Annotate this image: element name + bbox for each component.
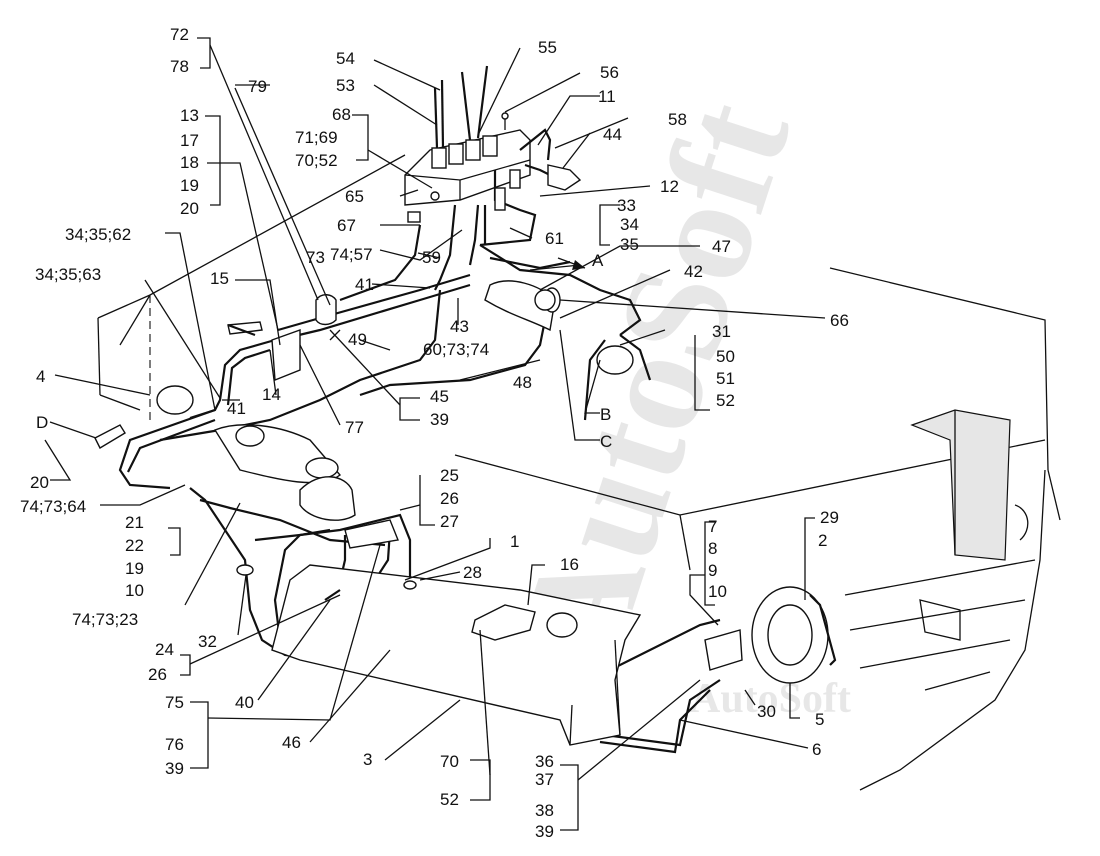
- label-78: 78: [170, 57, 189, 76]
- label-31: 31: [712, 322, 731, 341]
- label-13: 13: [180, 106, 199, 125]
- label-39-b: 39: [165, 759, 184, 778]
- label-30: 30: [757, 702, 776, 721]
- tractor-hood: [97, 154, 1061, 791]
- label-59: 59: [422, 248, 441, 267]
- label-3: 3: [363, 750, 372, 769]
- label-67: 67: [337, 216, 356, 235]
- label-35: 35: [620, 235, 639, 254]
- label-68: 68: [332, 105, 351, 124]
- label-27: 27: [440, 512, 459, 531]
- label-28: 28: [463, 563, 482, 582]
- label-72: 72: [170, 25, 189, 44]
- label-65: 65: [345, 187, 364, 206]
- label-19-a: 19: [180, 176, 199, 195]
- components: [94, 164, 837, 746]
- label-50: 50: [716, 347, 735, 366]
- label-c: C: [600, 432, 612, 451]
- label-9: 9: [708, 561, 717, 580]
- label-34: 34: [620, 215, 639, 234]
- label-46: 46: [282, 733, 301, 752]
- callout-labels: 72 78 79 54 53 55 56 11 58 44 68 71;69 7…: [20, 25, 849, 841]
- label-40: 40: [235, 693, 254, 712]
- label-21: 21: [125, 513, 144, 532]
- label-19-b: 19: [125, 559, 144, 578]
- label-12: 12: [660, 177, 679, 196]
- label-14: 14: [262, 385, 281, 404]
- label-70-52: 70;52: [295, 151, 338, 170]
- label-39-a: 39: [430, 410, 449, 429]
- label-38: 38: [535, 801, 554, 820]
- label-4: 4: [36, 367, 45, 386]
- label-47: 47: [712, 237, 731, 256]
- arrow-a-head: [572, 260, 585, 270]
- label-11: 11: [598, 87, 616, 106]
- label-56: 56: [600, 63, 619, 82]
- label-45: 45: [430, 387, 449, 406]
- label-22: 22: [125, 536, 144, 555]
- label-76: 76: [165, 735, 184, 754]
- label-41-b: 41: [227, 399, 246, 418]
- label-58: 58: [668, 110, 687, 129]
- label-39-c: 39: [535, 822, 554, 841]
- label-52-a: 52: [716, 391, 735, 410]
- label-75: 75: [165, 693, 184, 712]
- label-52-b: 52: [440, 790, 459, 809]
- label-15: 15: [210, 269, 229, 288]
- label-20-b: 20: [30, 473, 49, 492]
- label-36: 36: [535, 752, 554, 771]
- label-10-a: 10: [125, 581, 144, 600]
- label-77: 77: [345, 418, 364, 437]
- label-29: 29: [820, 508, 839, 527]
- label-26-b: 26: [148, 665, 167, 684]
- label-25: 25: [440, 466, 459, 485]
- label-5: 5: [815, 710, 824, 729]
- leader-lines: [44, 37, 826, 831]
- label-44: 44: [603, 125, 622, 144]
- label-10-b: 10: [708, 582, 727, 601]
- label-74-73-64: 74;73;64: [20, 497, 86, 516]
- label-1: 1: [510, 532, 519, 551]
- label-60-73-74: 60;73;74: [423, 340, 489, 359]
- label-73: 73: [306, 248, 325, 267]
- label-16: 16: [560, 555, 579, 574]
- label-34-35-62: 34;35;62: [65, 225, 131, 244]
- watermark-large: AutoSoft: [486, 83, 822, 681]
- label-61: 61: [545, 229, 564, 248]
- label-7: 7: [708, 517, 717, 536]
- label-66: 66: [830, 311, 849, 330]
- label-48: 48: [513, 373, 532, 392]
- label-53: 53: [336, 76, 355, 95]
- label-b: B: [600, 405, 611, 424]
- label-42: 42: [684, 262, 703, 281]
- label-71-69: 71;69: [295, 128, 338, 147]
- label-51: 51: [716, 369, 735, 388]
- label-24: 24: [155, 640, 174, 659]
- label-79: 79: [248, 77, 267, 96]
- label-74-73-23: 74;73;23: [72, 610, 138, 629]
- label-2: 2: [818, 531, 827, 550]
- label-17: 17: [180, 131, 199, 150]
- label-70: 70: [440, 752, 459, 771]
- label-41-a: 41: [355, 275, 374, 294]
- label-43: 43: [450, 317, 469, 336]
- label-a: A: [592, 251, 604, 270]
- label-54: 54: [336, 49, 355, 68]
- label-49: 49: [348, 330, 367, 349]
- label-20-a: 20: [180, 199, 199, 218]
- label-32: 32: [198, 632, 217, 651]
- label-d: D: [36, 413, 48, 432]
- label-26-a: 26: [440, 489, 459, 508]
- label-18: 18: [180, 153, 199, 172]
- label-33: 33: [617, 196, 636, 215]
- label-34-35-63: 34;35;63: [35, 265, 101, 284]
- control-valve-block: [404, 65, 531, 223]
- label-6: 6: [812, 740, 821, 759]
- watermark-small: AutoSoft: [690, 676, 851, 722]
- label-74-57: 74;57: [330, 245, 373, 264]
- label-8: 8: [708, 539, 717, 558]
- label-37: 37: [535, 770, 554, 789]
- label-55: 55: [538, 38, 557, 57]
